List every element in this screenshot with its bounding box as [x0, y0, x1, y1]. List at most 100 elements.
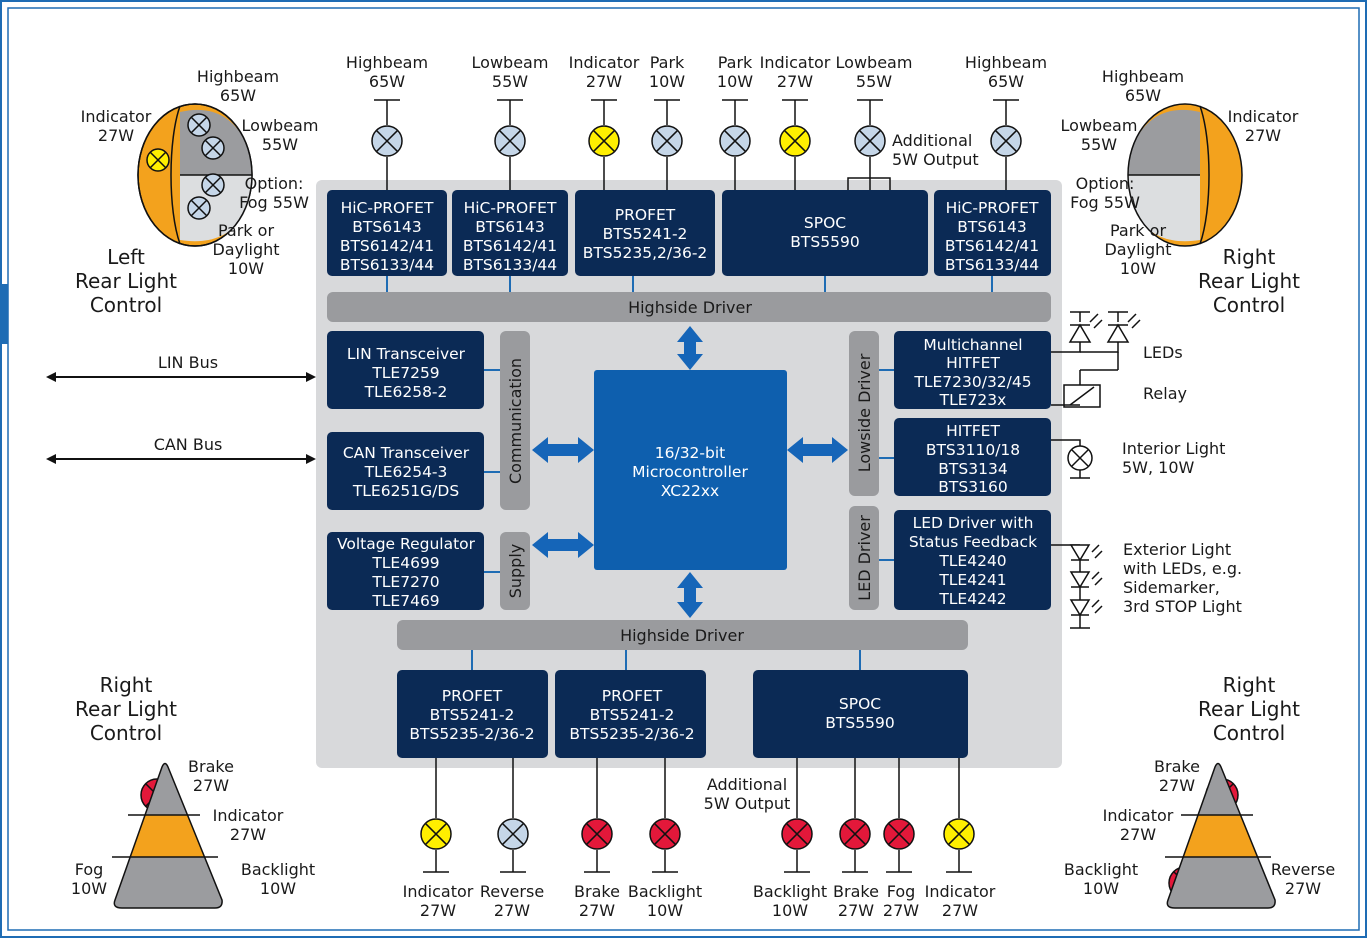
rr-title-line-2: Rear Light	[1198, 697, 1300, 721]
rf-highbeam-line-1: Highbeam	[1102, 67, 1184, 86]
additional-top-line-1: Additional	[892, 131, 972, 150]
vreg-block-line-2: TLE4699	[371, 554, 439, 572]
top-block-1-line-4: BTS6133/44	[340, 256, 434, 274]
lr-backlight-line-1: Backlight	[241, 860, 315, 879]
top-load-6-bulb	[779, 125, 811, 157]
interior-light-line-2: 5W, 10W	[1122, 458, 1195, 477]
lf-lowbeam-bulb	[201, 136, 225, 160]
top-block-spoc	[722, 190, 928, 276]
supply-bar	[500, 532, 530, 610]
rf-title-line-2: Rear Light	[1198, 269, 1300, 293]
top-load-5-bulb	[719, 125, 751, 157]
exterior-light-line-1: Exterior Light	[1123, 540, 1231, 559]
top-load-3-name: Indicator	[569, 53, 640, 72]
top-block-2-line-1: HiC-PROFET	[464, 199, 557, 217]
rf-park-line-3: 10W	[1120, 259, 1156, 278]
bottom-block-2-line-2: BTS5241-2	[590, 706, 675, 724]
can-transceiver-block	[327, 432, 484, 510]
top-load-4-bulb	[651, 125, 683, 157]
inner-border	[7, 7, 1360, 931]
multichannel-hitfet-block	[894, 331, 1051, 409]
top-block-2-line-4: BTS6133/44	[463, 256, 557, 274]
top-load-4-name: Park	[650, 53, 685, 72]
led-driver-bar	[849, 506, 879, 610]
highside-driver-bottom-label: Highside Driver	[620, 626, 744, 645]
lowside-driver-bar	[849, 331, 879, 496]
bottom-block-1-line-2: BTS5241-2	[430, 706, 515, 724]
rr-indicator-line-2: 27W	[1120, 825, 1156, 844]
top-block-4-line-2: BTS5590	[790, 233, 859, 251]
lr-backlight-line-2: 10W	[260, 879, 296, 898]
lowside-driver-label: Lowside Driver	[855, 353, 874, 472]
mcu-line-3: XC22xx	[661, 482, 719, 500]
vreg-block-line-1: Voltage Regulator	[337, 535, 476, 553]
bottom-load-5-bulb	[781, 818, 813, 850]
can-block-line-2: TLE6254-3	[364, 463, 448, 481]
exterior-light-line-2: with LEDs, e.g.	[1123, 559, 1242, 578]
led-relay-wiring	[1051, 311, 1128, 546]
lin-block-line-3: TLE6258-2	[364, 383, 448, 401]
bottom-load-7-power: 27W	[883, 901, 919, 920]
voltage-regulator-block	[327, 532, 484, 610]
arrow-mcu-left	[532, 437, 594, 463]
bottom-load-3-name: Brake	[574, 882, 620, 901]
rf-indicator-line-2: 27W	[1245, 126, 1281, 145]
top-block-3-line-2: BTS5241-2	[603, 225, 688, 243]
multichannel-line-1: Multichannel	[923, 336, 1022, 354]
lf-indicator-line-1: Indicator	[81, 107, 152, 126]
communication-bar	[500, 331, 530, 510]
exterior-light-line-3: Sidemarker,	[1123, 578, 1220, 597]
rr-indicator-line-1: Indicator	[1103, 806, 1174, 825]
top-load-8-power: 65W	[988, 72, 1024, 91]
top-block-hic-profet-3	[934, 190, 1051, 276]
top-load-6-name: Indicator	[760, 53, 831, 72]
exterior-led-chain	[1069, 544, 1103, 629]
rf-title-line-3: Control	[1213, 293, 1285, 317]
lf-option-line-1: Option:	[245, 174, 304, 193]
top-load-7-name: Lowbeam	[836, 53, 913, 72]
lr-indicator-line-1: Indicator	[213, 806, 284, 825]
multichannel-line-3: TLE7230/32/45	[913, 373, 1031, 391]
top-load-3-bulb	[588, 125, 620, 157]
top-load-8-name: Highbeam	[965, 53, 1047, 72]
top-load-7-power: 55W	[856, 72, 892, 91]
bottom-load-6-bulb	[839, 818, 871, 850]
top-block-1-line-1: HiC-PROFET	[341, 199, 434, 217]
led-driver-block	[894, 510, 1051, 610]
vreg-block-line-4: TLE7469	[371, 592, 439, 610]
bottom-block-profet-2	[555, 670, 706, 758]
bottom-block-spoc	[753, 670, 968, 758]
bottom-load-4-name: Backlight	[628, 882, 702, 901]
supply-label: Supply	[506, 544, 525, 599]
top-block-2-line-2: BTS6143	[475, 218, 544, 236]
bottom-load-6-power: 27W	[838, 901, 874, 920]
top-block-1-line-3: BTS6142/41	[340, 237, 434, 255]
bottom-load-1-power: 27W	[420, 901, 456, 920]
rr-reverse-line-1: Reverse	[1271, 860, 1335, 879]
bottom-block-1-line-1: PROFET	[442, 687, 503, 705]
arrow-mcu-bottom	[677, 572, 703, 618]
top-block-5-line-2: BTS6143	[957, 218, 1026, 236]
bottom-block-profet-1	[397, 670, 548, 758]
lf-lowbeam-line-2: 55W	[262, 135, 298, 154]
top-block-1-line-2: BTS6143	[352, 218, 421, 236]
leds-label: LEDs	[1143, 343, 1183, 362]
rr-backlight-line-1: Backlight	[1064, 860, 1138, 879]
top-block-connectors	[386, 276, 993, 670]
arrow-mcu-top	[677, 326, 703, 370]
rf-highbeam-line-2: 65W	[1125, 86, 1161, 105]
exterior-light-line-4: 3rd STOP Light	[1123, 597, 1242, 616]
lf-park-line-1: Park or	[218, 221, 274, 240]
interior-light-line-1: Interior Light	[1122, 439, 1225, 458]
hitfet-block	[894, 418, 1051, 496]
interior-light-bulb	[1067, 445, 1093, 471]
